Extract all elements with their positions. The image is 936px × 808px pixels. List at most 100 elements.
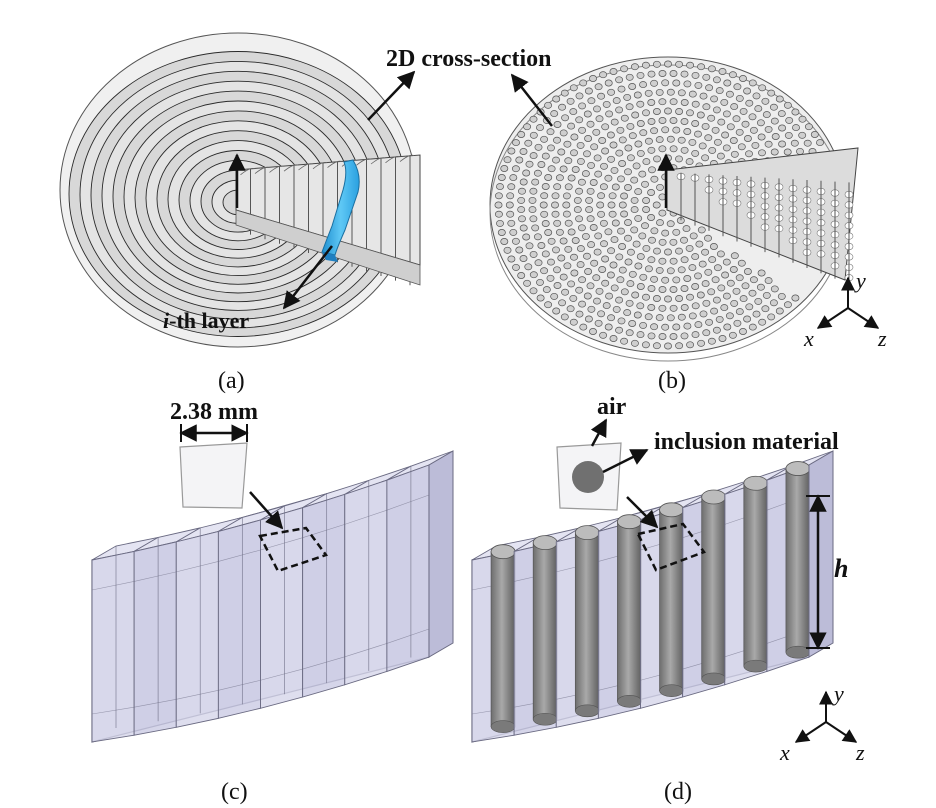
inclusion-dot [715,315,724,323]
inclusion-dot [754,297,763,305]
end-face [428,450,454,658]
inclusion-dot [641,341,650,349]
inclusion-dot [590,143,599,151]
inclusion-dot [607,88,616,96]
inclusion-dot [701,280,710,288]
inclusion-dot [503,156,512,164]
inclusion-dot [758,318,767,326]
inclusion-dot [735,94,744,102]
inclusion-dot [798,131,807,139]
inclusion-dot [639,129,648,137]
inclusion-dot [606,271,615,279]
inclusion-dot [644,89,653,97]
inclusion-dot [716,250,725,258]
inclusion-dot [567,122,576,130]
inclusion-dot [764,277,773,285]
inclusion-dot [672,323,681,331]
inclusion-dot [609,335,618,342]
inclusion-dot [757,269,766,277]
inclusion-dot [607,201,616,209]
inclusion-dot [559,129,568,137]
inclusion-dot [585,196,594,204]
axis-x-label-b: x [803,326,814,351]
inclusion-dot [625,73,634,81]
inclusion-dot [694,130,702,138]
inclusion-dot [606,131,615,139]
inclusion-dot [597,310,606,318]
inclusion-dot [798,115,807,123]
inclusion-dot [576,261,585,269]
cylinder-top [659,502,684,518]
inclusion-dot [739,107,748,115]
inclusion-dot [500,238,509,245]
inclusion-dot [769,103,778,111]
inclusion-cylinder [785,468,811,653]
fin-arc [327,160,342,168]
inclusion-dot [796,147,804,155]
band-line [386,494,430,511]
inclusion-dot [533,169,542,177]
inclusion-dot [551,210,560,218]
inclusion-dot [733,83,742,91]
inclusion-dot [544,174,553,181]
inclusion-dot [656,219,664,227]
inclusion-dot [664,60,672,68]
inclusion-dot [547,144,555,152]
cell-front-face [302,493,346,698]
inclusion-dot [701,122,710,130]
inclusion-cylinder [701,496,727,680]
inclusion-dot [702,299,711,307]
inclusion-dot [702,329,711,337]
band-line [218,679,261,691]
inclusion-dot [639,81,648,89]
fin-arc [356,158,371,166]
cylinder-bottom [575,704,600,718]
inclusion-dot [723,323,732,331]
inclusion-dot [630,176,639,184]
inclusion-dot [783,301,792,309]
inclusion-dot [494,210,503,218]
inclusion-dot [598,137,607,144]
inclusion-dot [552,95,561,103]
inclusion-dot [550,292,559,300]
inclusion-dot [547,258,555,266]
inclusion-dot [677,313,686,321]
inclusion-dot [751,141,760,149]
band-line [344,509,387,525]
inclusion-dot [691,331,700,339]
inclusion-dot [625,329,634,337]
inclusion-dot [644,137,653,145]
inclusion-dot [564,219,573,227]
inclusion-dot [594,319,603,327]
inclusion-dot [636,331,645,339]
inclusion-dot [702,73,711,81]
inclusion-dot [630,206,639,214]
inclusion-dot [536,294,545,302]
inclusion-dot [696,291,705,299]
selected-cell-dashed-d [636,522,707,572]
inclusion-dot [494,192,503,200]
inclusion-dot [584,315,593,323]
inclusion-dot [525,242,534,250]
inclusion-dot [675,60,684,68]
inclusion-dot [658,145,667,153]
inclusion-dot [567,228,576,236]
inclusion-dot [496,219,504,227]
inclusion-dot [601,279,610,287]
inclusion-dot [589,224,598,231]
inclusion-dot [717,118,726,126]
inclusion-dot [647,256,656,264]
inclusion-dot [638,232,647,240]
inclusion-dot [672,126,681,134]
inclusion-dot [601,123,610,131]
inclusion-dot [739,295,748,303]
inclusion-dot [777,110,786,118]
cross-section-arrow-a [367,70,416,121]
inclusion-dot [612,305,621,313]
inclusion-dot [620,337,629,345]
inclusion-dot [610,236,619,244]
inclusion-dot [783,101,792,109]
inclusion-dot [529,287,538,295]
inclusion-dot [688,264,697,272]
